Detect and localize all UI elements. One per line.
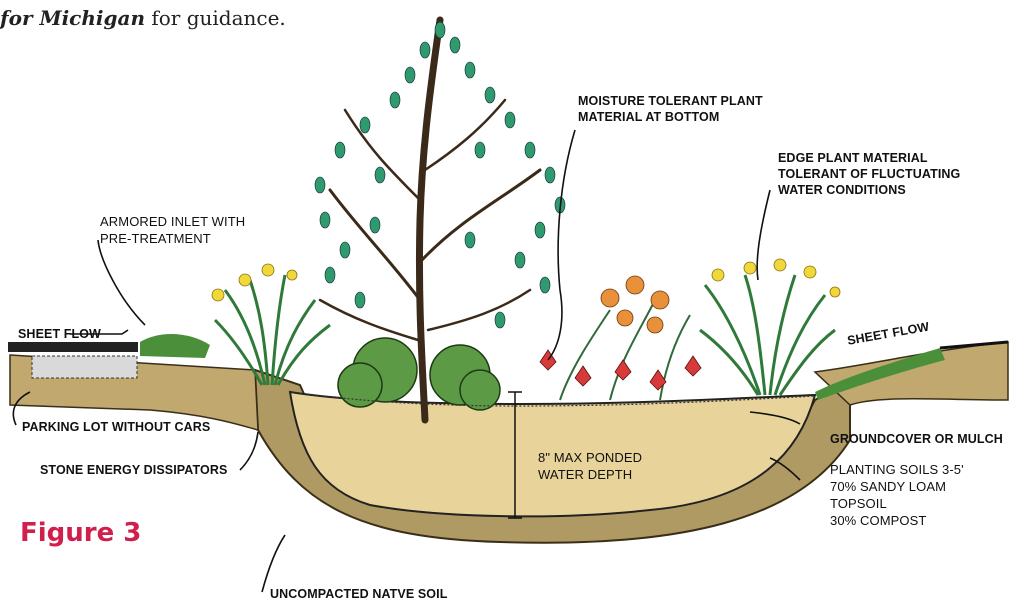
right-yellow-flowers — [712, 259, 840, 297]
label-ponded-line1: 8" MAX PONDED — [538, 449, 642, 466]
tree-leaves — [315, 22, 565, 328]
label-sheet-flow-left: SHEET FLOW — [18, 326, 101, 342]
tree — [320, 20, 540, 420]
label-planting-soils: PLANTING SOILS 3-5' 70% SANDY LOAM TOPSO… — [830, 461, 964, 529]
right-ornamental-grass — [700, 275, 835, 395]
label-ponded-depth: 8" MAX PONDED WATER DEPTH — [538, 449, 642, 483]
label-inlet-line2: PRE-TREATMENT — [100, 230, 245, 247]
figure-label: Figure 3 — [20, 518, 141, 548]
left-grass — [140, 334, 210, 358]
label-edge-plant: EDGE PLANT MATERIAL TOLERANT OF FLUCTUAT… — [778, 150, 960, 198]
label-ponded-line2: WATER DEPTH — [538, 466, 642, 483]
label-armored-inlet: ARMORED INLET WITH PRE-TREATMENT — [100, 213, 245, 247]
label-soils-line2: 70% SANDY LOAM — [830, 478, 964, 495]
label-soils-line1: PLANTING SOILS 3-5' — [830, 461, 964, 478]
label-inlet-line1: ARMORED INLET WITH — [100, 213, 245, 230]
right-embankment — [815, 342, 1008, 405]
label-soils-line3: TOPSOIL — [830, 495, 964, 512]
orange-flowers — [601, 276, 669, 333]
parking-lot-surface — [8, 342, 138, 352]
label-edge-line2: TOLERANT OF FLUCTUATING — [778, 166, 960, 182]
red-flowers — [540, 350, 701, 390]
label-native-soil: UNCOMPACTED NATVE SOIL — [270, 586, 447, 602]
label-groundcover: GROUNDCOVER OR MULCH — [830, 431, 1003, 447]
stone-layer — [32, 356, 137, 378]
label-edge-line3: WATER CONDITIONS — [778, 182, 960, 198]
label-moisture-line2: MATERIAL AT BOTTOM — [578, 109, 763, 125]
label-moisture-line1: MOISTURE TOLERANT PLANT — [578, 93, 763, 109]
label-moisture-tolerant: MOISTURE TOLERANT PLANT MATERIAL AT BOTT… — [578, 93, 763, 125]
label-soils-line4: 30% COMPOST — [830, 512, 964, 529]
label-parking-lot: PARKING LOT WITHOUT CARS — [22, 419, 210, 435]
label-stone-dissipators: STONE ENERGY DISSIPATORS — [40, 462, 227, 478]
label-edge-line1: EDGE PLANT MATERIAL — [778, 150, 960, 166]
